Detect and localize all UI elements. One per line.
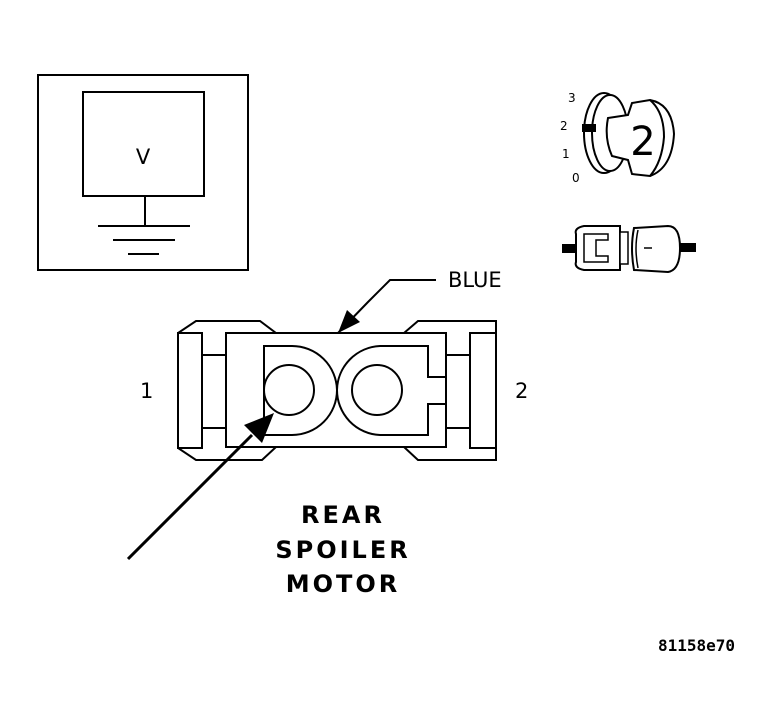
pin-1-terminal bbox=[263, 364, 315, 416]
wire-color-callout: BLUE bbox=[337, 268, 502, 334]
scale-mark-0: 0 bbox=[572, 171, 580, 185]
voltmeter-symbol: V bbox=[136, 145, 151, 169]
knob-value: 2 bbox=[630, 119, 655, 165]
connector-body bbox=[177, 320, 497, 461]
probe-arrow bbox=[126, 413, 274, 561]
ground-icon bbox=[98, 196, 190, 255]
pin-2-label: 2 bbox=[515, 379, 528, 403]
caption-line-3: MOTOR bbox=[286, 570, 401, 598]
component-caption: REAR SPOILER MOTOR bbox=[275, 501, 410, 598]
knob-handle-edge bbox=[649, 99, 666, 177]
pin-2-terminal bbox=[351, 364, 403, 416]
scale-mark-3: 3 bbox=[568, 91, 576, 105]
caption-line-2: SPOILER bbox=[275, 536, 410, 564]
knob-handle-icon bbox=[605, 98, 676, 178]
knob-indicator bbox=[582, 124, 596, 132]
caption-line-1: REAR bbox=[301, 501, 385, 529]
pin-1-label: 1 bbox=[140, 379, 153, 403]
voltmeter-display bbox=[82, 91, 205, 197]
voltmeter: V bbox=[37, 74, 249, 271]
figure-id: 81158e70 bbox=[658, 636, 735, 655]
selector-knob: 3 2 1 0 2 bbox=[560, 91, 676, 185]
wire-color-label: BLUE bbox=[448, 268, 502, 292]
plug-icon bbox=[562, 224, 696, 274]
scale-mark-2: 2 bbox=[560, 119, 568, 133]
voltmeter-frame bbox=[37, 74, 249, 271]
scale-mark-1: 1 bbox=[562, 147, 570, 161]
